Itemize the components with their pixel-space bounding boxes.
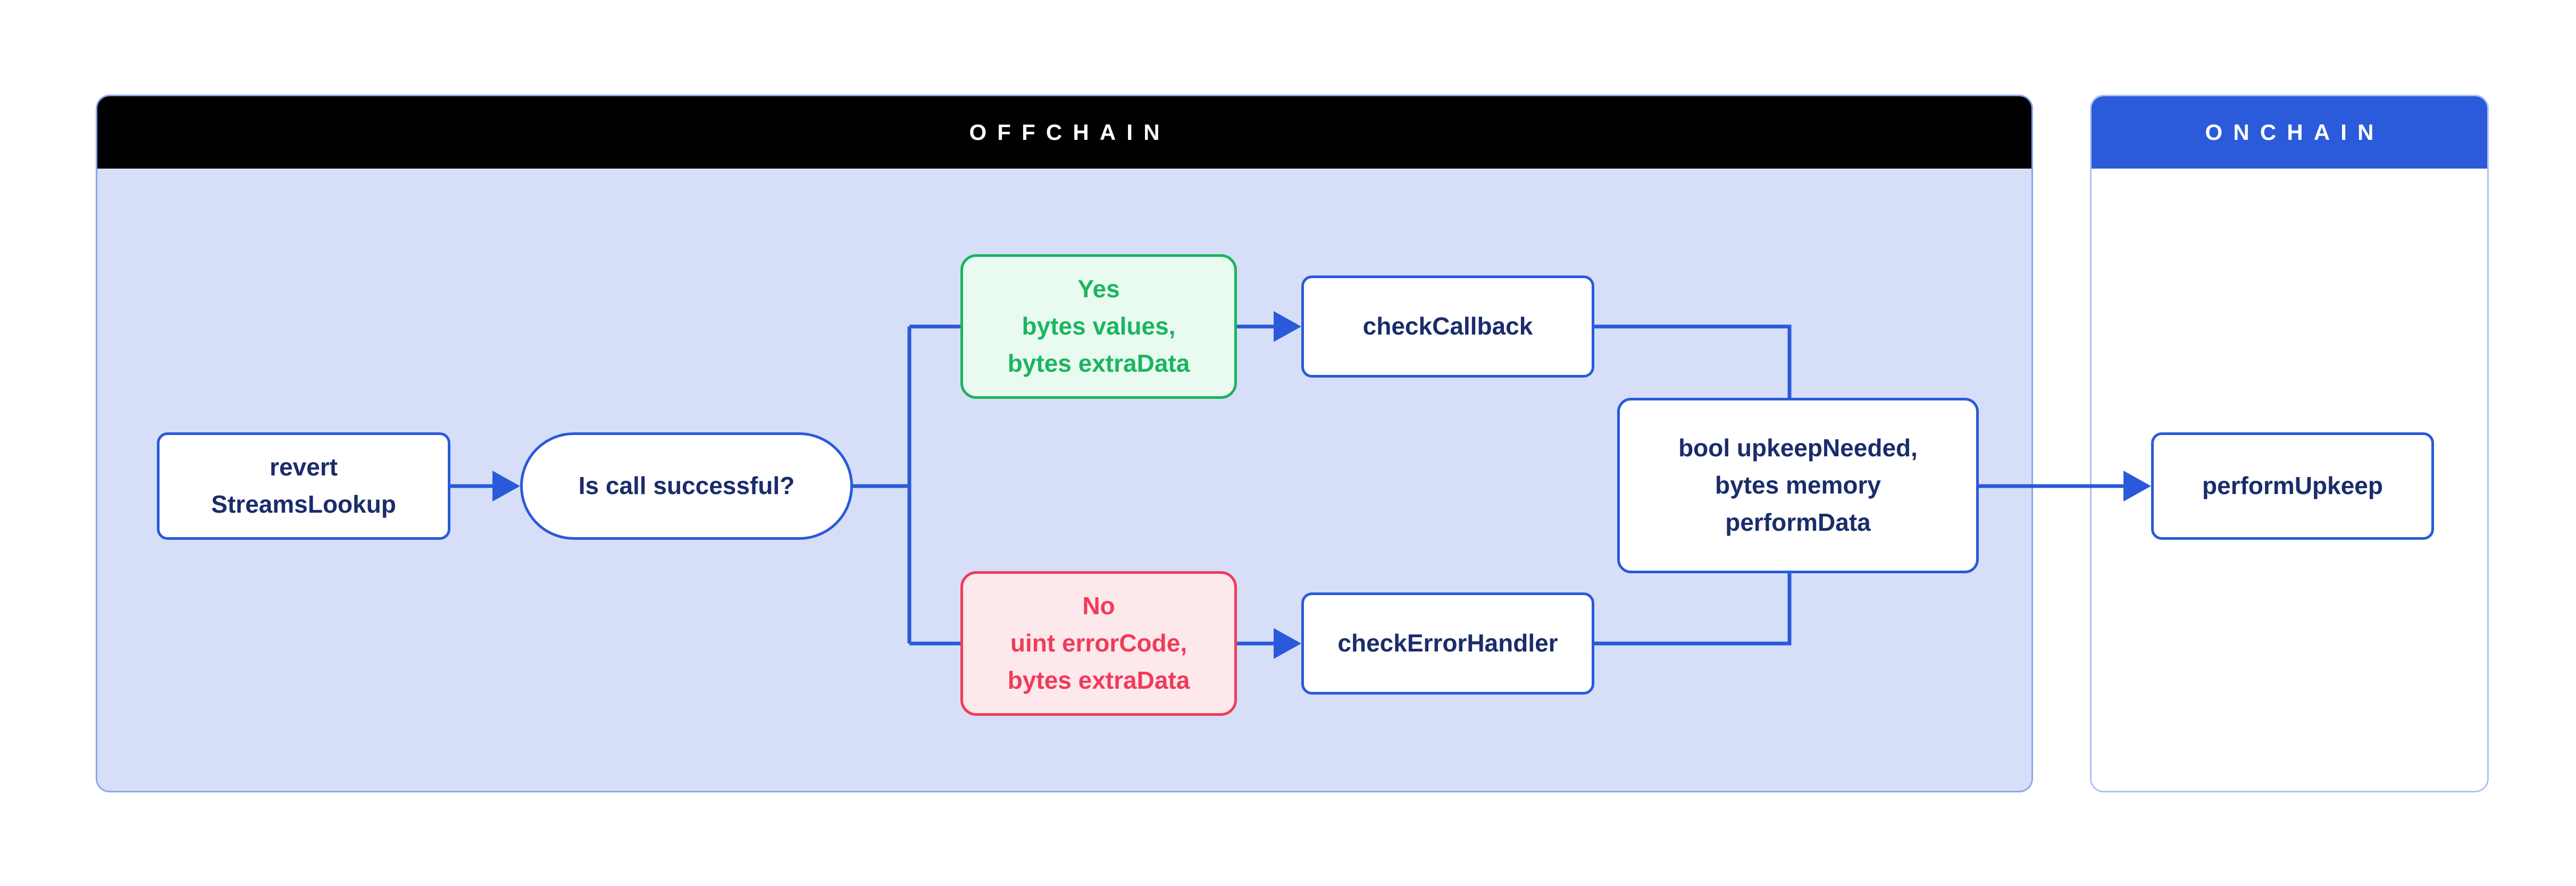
node-is-call-successful: Is call successful? xyxy=(520,432,853,540)
onchain-header: ONCHAIN xyxy=(2092,96,2487,169)
node-label: Is call successful? xyxy=(578,472,795,500)
edge-checkerrorhandler-result xyxy=(1594,571,1792,646)
node-revert-streamslookup: revert StreamsLookup xyxy=(157,432,450,540)
node-label: checkCallback xyxy=(1362,312,1533,340)
node-label: Yes bytes values, bytes extraData xyxy=(1007,275,1190,377)
offchain-header: OFFCHAIN xyxy=(97,96,2031,169)
offchain-title: OFFCHAIN xyxy=(969,120,1170,145)
node-upkeep-result: bool upkeepNeeded, bytes memory performD… xyxy=(1617,398,1979,573)
node-check-callback: checkCallback xyxy=(1301,275,1594,378)
node-label: performUpkeep xyxy=(2202,472,2383,500)
node-label: revert StreamsLookup xyxy=(211,453,396,518)
node-yes-branch: Yes bytes values, bytes extraData xyxy=(960,254,1237,399)
node-perform-upkeep: performUpkeep xyxy=(2151,432,2434,540)
arrowhead-question xyxy=(492,471,520,501)
edge-checkcallback-result xyxy=(1594,324,1792,400)
node-check-error-handler: checkErrorHandler xyxy=(1301,592,1594,695)
node-no-branch: No uint errorCode, bytes extraData xyxy=(960,571,1237,716)
node-label: checkErrorHandler xyxy=(1337,629,1558,657)
arrowhead-checkcallback xyxy=(1274,311,1301,342)
arrowhead-checkerrorhandler xyxy=(1274,628,1301,659)
arrowhead-performupkeep xyxy=(2123,471,2151,501)
node-label: No uint errorCode, bytes extraData xyxy=(1007,592,1190,694)
onchain-title: ONCHAIN xyxy=(2205,120,2385,145)
node-label: bool upkeepNeeded, bytes memory performD… xyxy=(1678,434,1918,536)
